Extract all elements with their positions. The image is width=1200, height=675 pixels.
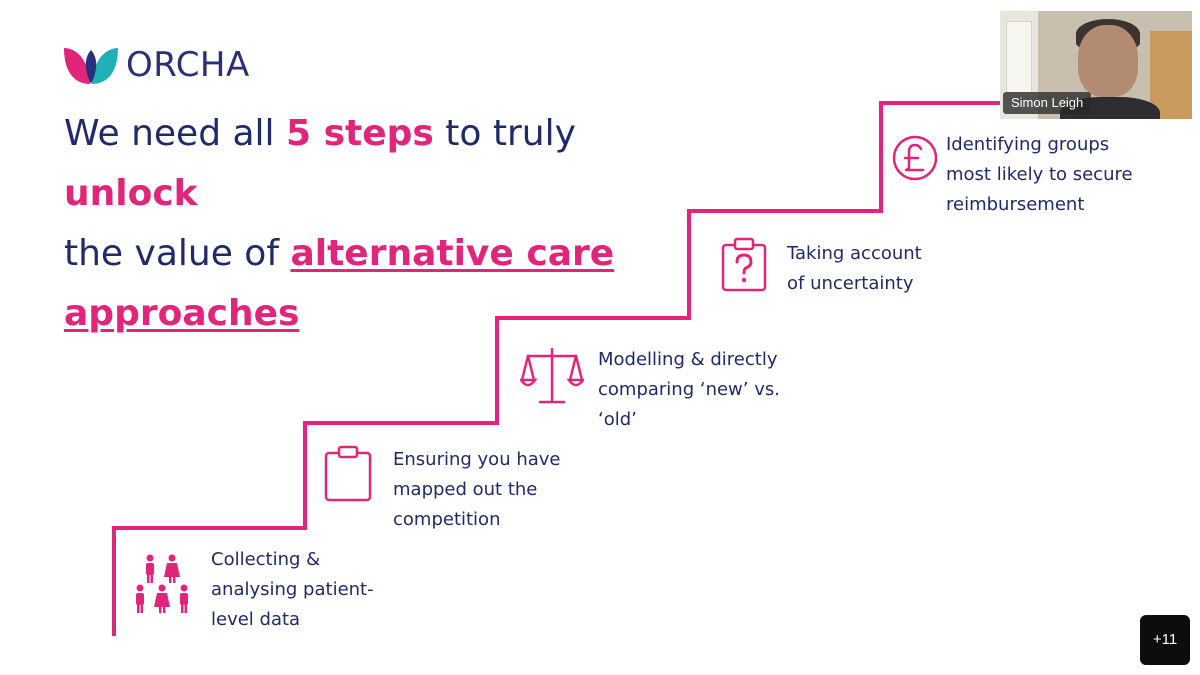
more-participants-button[interactable]: +11 <box>1140 615 1190 665</box>
pound-icon <box>892 135 938 181</box>
clipboard-icon <box>324 445 372 502</box>
video-person-face <box>1078 25 1138 97</box>
headline-text: the value of <box>64 233 291 274</box>
headline-emphasis-approaches: alternative care approaches <box>64 233 615 334</box>
orcha-logo-icon <box>64 48 118 84</box>
step-1-label: Collecting & analysing patient-level dat… <box>211 549 374 630</box>
headline-emphasis-steps: 5 steps <box>286 113 434 154</box>
people-icon <box>136 554 188 613</box>
clipboard-question-icon <box>721 237 767 292</box>
headline-text: We need all <box>64 113 286 154</box>
step-5-label: Identifying groups most likely to secure… <box>946 134 1133 215</box>
scales-icon <box>520 347 584 404</box>
step-4-label: Taking account of uncertainty <box>787 243 922 294</box>
orcha-logo: ORCHA <box>62 44 250 86</box>
video-background-door <box>1150 31 1192 119</box>
headline-text: to truly <box>433 113 576 154</box>
step-2-label: Ensuring you have mapped out the competi… <box>393 449 561 530</box>
brand-name: ORCHA <box>126 45 250 85</box>
headline-emphasis-unlock: unlock <box>64 173 198 214</box>
slide-headline: We need all 5 steps to truly unlock the … <box>64 104 704 344</box>
participant-name-label: Simon Leigh <box>1003 92 1092 114</box>
step-3-label: Modelling & directly comparing ‘new’ vs.… <box>598 349 780 430</box>
